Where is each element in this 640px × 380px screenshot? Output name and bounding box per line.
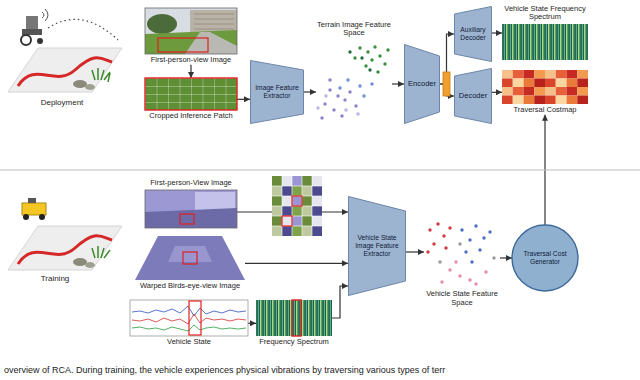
node-label: First-person-View Image [145, 179, 237, 188]
trapezoid-outline [251, 61, 304, 124]
trapezoid-outline [405, 45, 440, 124]
patch-mosaic [272, 176, 322, 236]
node-label: Vehicle State Frequency Spectrum [502, 5, 588, 22]
decoder-block: Decoder [454, 68, 492, 124]
node-label: Traversal Costmap [502, 106, 588, 115]
extractor-block: Vehicle State Image Feature Extractor [348, 196, 406, 296]
node-label: Vehicle State [130, 338, 248, 347]
node-label: Encoder [405, 80, 439, 89]
node-label: Vehicle State Image Feature Extractor [348, 234, 406, 257]
flow-arrow [248, 323, 256, 324]
image-panel: First-person-View Image [145, 179, 237, 228]
feature-space: Terrain Image Feature Space [316, 21, 392, 124]
cropped-patch [145, 78, 237, 110]
flow-arrow [500, 257, 512, 258]
node-label: Traversal Cost Generator [515, 250, 575, 265]
scatter-plot [426, 222, 495, 285]
flow-arrow [304, 91, 316, 92]
flow-arrow [332, 286, 348, 318]
node-label: Terrain Image Feature Space [316, 21, 392, 38]
flow-arrow [492, 92, 502, 93]
latent-vector [443, 72, 450, 96]
image-panel: Warped Birds-eye-view Image [135, 236, 245, 291]
encoder-block: Encoder [404, 44, 440, 124]
section-divider [0, 170, 640, 171]
birds-eye-image [135, 236, 245, 280]
image-panel: First-person-view Image [145, 8, 237, 65]
node-label: Frequency Spectrum [256, 338, 332, 347]
node-label: Decoder [456, 92, 490, 101]
trapezoid-outline [349, 197, 406, 296]
node-label: Cropped Inference Patch [145, 112, 237, 121]
spectrogram [502, 24, 588, 60]
trapezoid-outline [455, 7, 492, 62]
camera-image [145, 8, 237, 54]
flow-arrow [406, 251, 424, 252]
section-label: Deployment [22, 98, 102, 107]
signal-plot: Vehicle State [130, 300, 248, 347]
caption: overview of RCA. During training, the ve… [4, 365, 445, 375]
circle-outline [512, 225, 578, 291]
trapezoid-outline [455, 69, 492, 124]
node-label: Image Feature Extractor [250, 84, 304, 99]
image-panel: Cropped Inference Patch [145, 78, 237, 121]
flow-arrow [237, 99, 250, 100]
section-label: Training [20, 274, 90, 283]
spectrum-panel: Vehicle State Frequency Spectrum [502, 5, 588, 60]
flow-arrow [492, 32, 502, 33]
costmap-heatmap [502, 70, 588, 104]
signal-plot [130, 300, 248, 336]
node-label: Auxiliary Decoder [454, 26, 492, 41]
flow-arrow [245, 263, 348, 264]
decoder-block: Auxiliary Decoder [454, 6, 492, 62]
spectrum-panel: Frequency Spectrum [256, 300, 332, 347]
node-label: Vehicle State Feature Space [424, 290, 500, 307]
node-label: First-person-view Image [145, 56, 237, 65]
node-label: Warped Birds-eye-view Image [135, 282, 245, 291]
robot-illustration [8, 198, 122, 270]
robot-illustration [8, 9, 122, 92]
generator-circle: Traversal Cost Generator [511, 224, 579, 292]
flow-arrow [392, 83, 404, 84]
extractor-block: Image Feature Extractor [250, 60, 304, 124]
scatter-plot [316, 45, 389, 119]
camera-image [145, 190, 237, 228]
feature-space: Vehicle State Feature Space [424, 208, 500, 307]
spectrogram [256, 300, 332, 336]
costmap-panel: Traversal Costmap [502, 70, 588, 115]
flow-arrow [190, 65, 191, 78]
